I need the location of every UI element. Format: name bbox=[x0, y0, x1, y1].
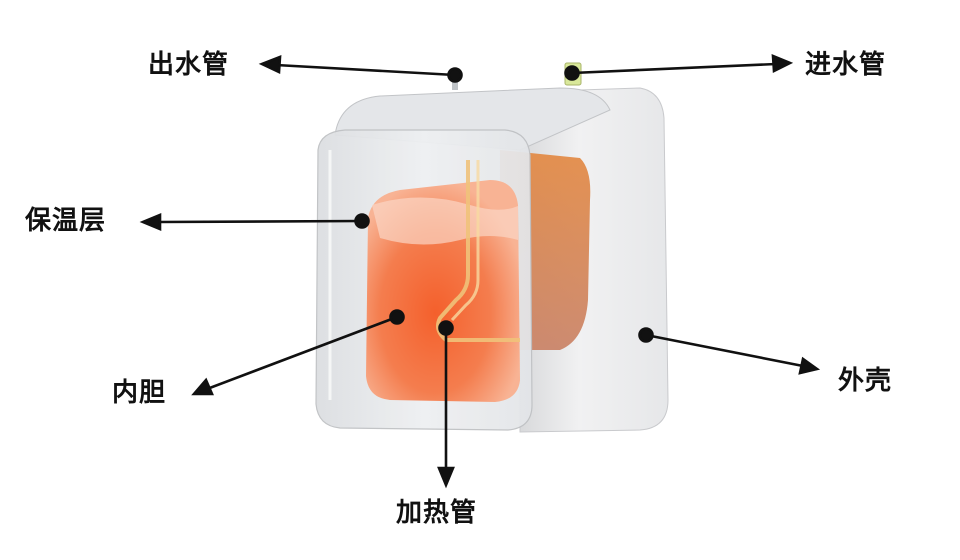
label-inner-tank: 内胆 bbox=[112, 378, 167, 408]
label-shell: 外壳 bbox=[838, 366, 893, 396]
label-outlet-pipe: 出水管 bbox=[148, 50, 230, 80]
label-insulation: 保温层 bbox=[25, 206, 107, 236]
label-inlet-pipe: 进水管 bbox=[805, 50, 887, 80]
label-heating-tube: 加热管 bbox=[396, 498, 478, 528]
